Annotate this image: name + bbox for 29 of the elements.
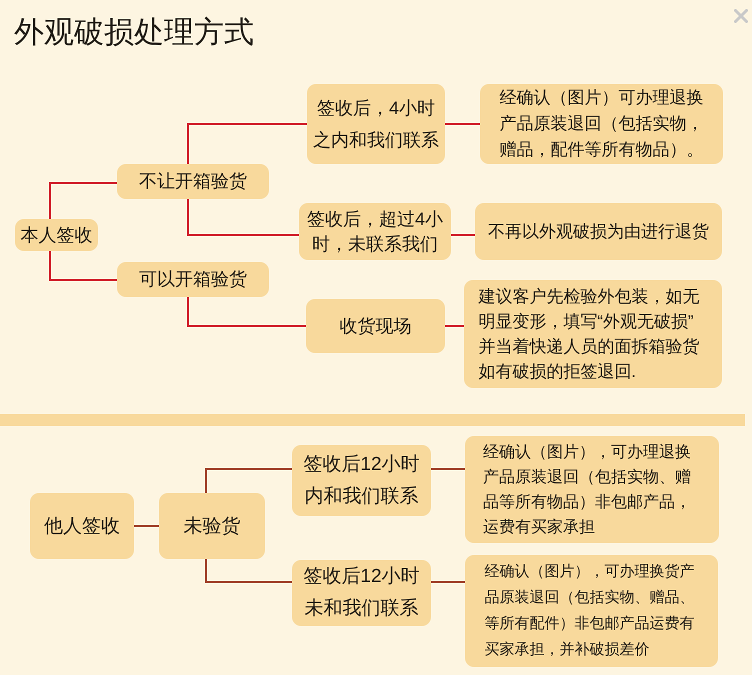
- category-box: 本人签收: [15, 219, 98, 251]
- connector-line: [187, 123, 307, 164]
- connector-line: [187, 199, 299, 236]
- connector-line: [445, 123, 480, 125]
- connector-line: [134, 525, 159, 527]
- condition-box: 签收后12小时内和我们联系: [292, 445, 431, 516]
- result-box: 经确认（图片），可办理换货产品原装退回（包括实物、赠品、等所有配件）非包邮产品运费有买家承担，并补破损差价: [465, 555, 718, 667]
- title: 外观破损处理方式: [14, 15, 254, 51]
- option-box: 未验货: [159, 493, 265, 559]
- connector-line: [205, 559, 292, 583]
- connector-line: [205, 468, 292, 493]
- category-box: 他人签收: [30, 493, 134, 559]
- option-box: 不让开箱验货: [117, 164, 269, 199]
- result-box: 经确认（图片），可办理退换产品原装退回（包括实物、赠品等所有物品）非包邮产品，运费有买家承担: [465, 436, 719, 543]
- result-box: 经确认（图片）可办理退换产品原装退回（包括实物，赠品，配件等所有物品）。: [480, 84, 723, 164]
- option-box: 可以开箱验货: [117, 262, 269, 297]
- connector-line: [49, 182, 117, 219]
- connector-line: [451, 234, 475, 236]
- connector-line: [445, 325, 464, 327]
- condition-box: 收货现场: [306, 299, 445, 353]
- condition-box: 签收后，4小时之内和我们联系: [307, 84, 445, 164]
- connector-line: [431, 468, 465, 470]
- condition-box: 签收后12小时未和我们联系: [292, 560, 431, 626]
- connector-line: [187, 297, 306, 327]
- connector-line: [49, 251, 117, 281]
- result-box: 不再以外观破损为由进行退货: [475, 203, 722, 260]
- condition-box: 签收后，超过4小时，未联系我们: [299, 203, 451, 260]
- connector-line: [431, 581, 465, 583]
- result-box: 建议客户先检验外包装，如无明显变形，填写“外观无破损”并当着快递人员的面拆箱验货如有破损的拒签退回.: [464, 280, 722, 388]
